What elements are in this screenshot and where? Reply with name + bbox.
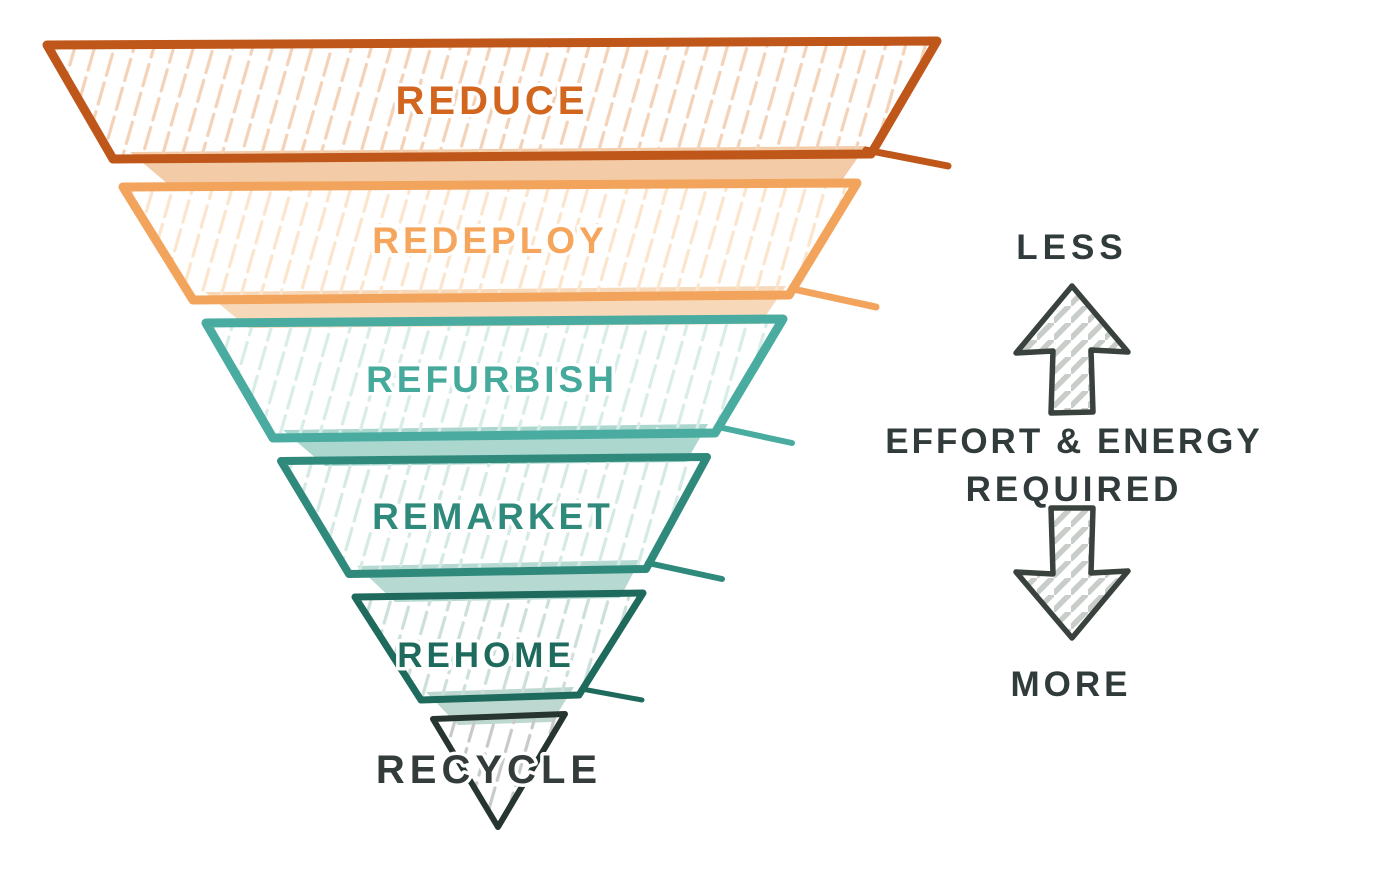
overshoot-3 (715, 424, 795, 446)
overshoot-1 (862, 146, 952, 170)
overshoot-5 (579, 686, 645, 703)
funnel-segment-rehome (351, 589, 647, 704)
funnel-labels: REDUCE REDEPLOY REFURBISH REMARKET REHOM… (363, 76, 618, 796)
funnel-label-rehome: REHOME (397, 636, 575, 675)
funnel-segment-redeploy (118, 178, 862, 305)
effort-energy-line2: REQUIRED (966, 470, 1183, 509)
funnel-label-remarket: REMARKET (372, 496, 614, 537)
funnel-segment-reduce (42, 36, 942, 164)
funnel-label-recycle: RECYCLE (376, 748, 602, 792)
funnel-segments (42, 36, 942, 830)
funnel-segment-refurbish (201, 314, 788, 443)
funnel-label-refurbish: REFURBISH (366, 359, 618, 400)
overshoot-2 (789, 285, 880, 311)
funnel-segment-recycle-tip (430, 711, 568, 830)
less-label: LESS (1016, 228, 1127, 267)
down-arrow-icon (1013, 505, 1131, 641)
funnel-segment-remarket (277, 453, 711, 578)
overshoot-4 (645, 560, 725, 582)
funnel-label-redeploy: REDEPLOY (372, 220, 608, 261)
sketch-overshoots (579, 146, 952, 703)
effort-energy-line1: EFFORT & ENERGY (885, 422, 1263, 461)
more-label: MORE (1011, 665, 1132, 704)
effort-annotation: LESS EFFORT & ENERGY REQUIRED MORE (885, 228, 1263, 704)
funnel-label-reduce: REDUCE (396, 79, 589, 123)
up-arrow-icon (1013, 283, 1131, 416)
